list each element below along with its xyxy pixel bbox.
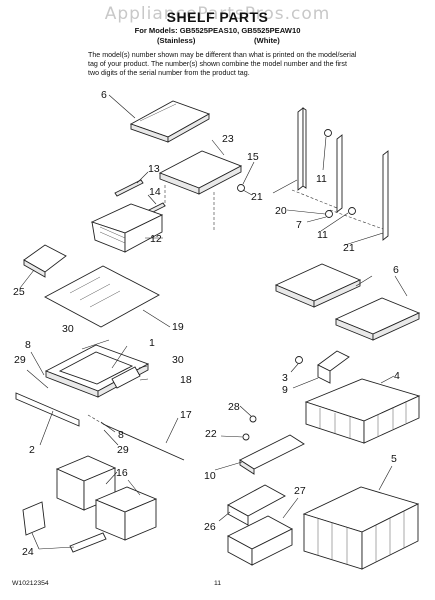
callout-11-a: 11 — [316, 173, 327, 185]
callout-3: 3 — [282, 372, 288, 384]
callout-8-a: 8 — [25, 339, 31, 351]
callout-23: 23 — [222, 133, 234, 145]
callout-labels: 6 23 15 13 14 12 11 21 20 7 11 21 25 19 … — [13, 89, 400, 558]
cover-part-25 — [19, 244, 67, 289]
callout-24: 24 — [22, 546, 34, 558]
callout-7: 7 — [296, 219, 302, 231]
page-title: SHELF PARTS — [166, 9, 269, 25]
callout-29-b: 29 — [117, 444, 129, 456]
callout-27: 27 — [294, 485, 306, 497]
bracket-parts-3-9 — [290, 350, 350, 389]
shelf-part-6-top — [108, 94, 211, 143]
callout-28: 28 — [228, 401, 240, 413]
callout-30-a: 30 — [62, 323, 74, 335]
finish-stainless: (Stainless) — [157, 36, 196, 45]
callout-1: 1 — [149, 337, 155, 349]
callout-20: 20 — [275, 205, 287, 217]
callout-26: 26 — [204, 521, 216, 533]
callout-21-a: 21 — [251, 191, 263, 203]
glass-part-19 — [44, 265, 171, 328]
callout-9: 9 — [282, 384, 288, 396]
callout-25: 25 — [13, 286, 25, 298]
watermark: AppliancePartsPros.com — [104, 4, 331, 24]
callout-29-a: 29 — [14, 354, 26, 366]
drawer-part-12 — [90, 203, 164, 253]
document-number: W10212354 — [12, 580, 49, 587]
shelf-part-6-right — [274, 263, 421, 341]
crisper-frame-assembly — [15, 339, 185, 461]
callout-14: 14 — [149, 186, 161, 198]
callout-12: 12 — [150, 233, 162, 245]
ice-tray-bin-parts-26-27 — [218, 484, 299, 566]
crisper-bins-parts-16-24 — [22, 455, 158, 553]
finish-white: (White) — [254, 36, 280, 45]
callout-19: 19 — [172, 321, 184, 333]
callout-2: 2 — [29, 444, 35, 456]
page-number: 11 — [213, 580, 222, 587]
callout-11-b: 11 — [317, 229, 328, 241]
model-note: The model(s) number shown may be differe… — [88, 51, 357, 77]
callout-16: 16 — [116, 467, 128, 479]
callout-5: 5 — [391, 453, 397, 465]
callout-4: 4 — [394, 370, 400, 382]
callout-21-b: 21 — [343, 242, 355, 254]
drawer-front-parts-10-22-28 — [214, 405, 305, 475]
rail-brackets-11-20-21 — [272, 107, 389, 246]
callout-15: 15 — [247, 151, 259, 163]
screw-part-15 — [237, 161, 255, 196]
callout-30-b: 30 — [172, 354, 184, 366]
models-line: For Models: GB5525PEAS10, GB5525PEAW10 — [134, 26, 301, 35]
callout-17: 17 — [180, 409, 192, 421]
callout-6-top: 6 — [101, 89, 107, 101]
callout-6-right: 6 — [393, 264, 399, 276]
callout-18: 18 — [180, 374, 192, 386]
shelf-part-23 — [158, 139, 243, 232]
callout-22: 22 — [205, 428, 217, 440]
wire-basket-part-5 — [302, 465, 420, 570]
callout-13: 13 — [148, 163, 160, 175]
wire-basket-part-4 — [304, 375, 421, 444]
callout-10: 10 — [204, 470, 216, 482]
callout-8-b: 8 — [118, 429, 124, 441]
